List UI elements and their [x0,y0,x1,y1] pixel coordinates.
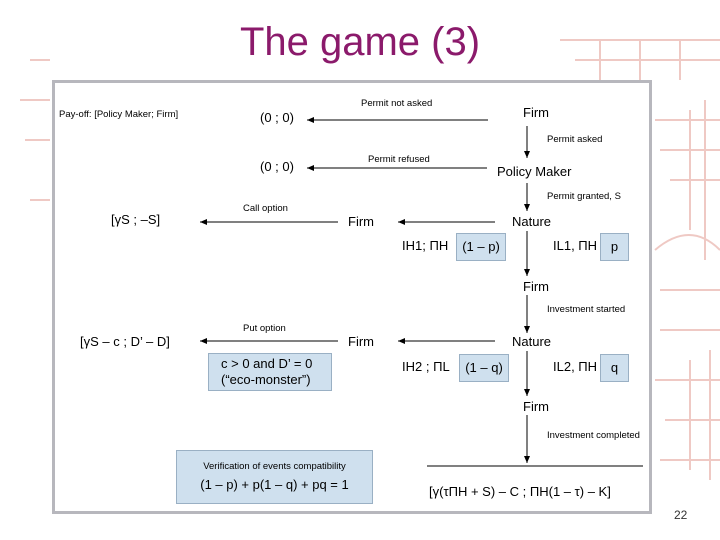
slide-title: The game (3) [239,20,481,64]
prob-high-2-box: (1 – q) [459,354,509,382]
info-low-2: IL2, ΠH [553,359,598,374]
label-call-option: Call option [243,203,288,214]
node-nature-1: Nature [512,214,552,229]
payoff-put-option: [γS – c ; D’ – D] [80,334,170,349]
prob-high-1-box: (1 – p) [456,233,506,261]
node-firm-1: Firm [523,105,549,120]
payoff-call-option: [γS ; –S] [111,212,161,227]
eco-monster-label: (“eco-monster”) [221,372,311,387]
label-permit-granted: Permit granted, S [547,191,621,202]
verification-box: Verification of events compatibility (1 … [176,450,373,504]
eco-monster-box: c > 0 and D’ = 0 (“eco-monster”) [208,353,332,391]
tree-connectors [200,117,643,467]
prob-high-1: (1 – p) [462,239,500,254]
label-permit-asked: Permit asked [547,134,603,145]
label-investment-started: Investment started [547,304,626,315]
label-permit-not-asked: Permit not asked [361,98,433,109]
payoff-final: [γ(τΠH + S) – C ; ΠH(1 – τ) – K] [429,484,611,499]
prob-high-2: (1 – q) [465,360,503,375]
node-nature-2: Nature [512,334,552,349]
node-firm-3: Firm [523,279,549,294]
payoff-permit-not-asked: (0 ; 0) [260,110,294,125]
page-number: 22 [674,508,688,522]
node-policy-maker: Policy Maker [497,164,572,179]
node-firm-4: Firm [348,334,374,349]
label-investment-completed: Investment completed [547,430,640,441]
info-high-2: IH2 ; ΠL [402,359,450,374]
payoff-header: Pay-off: [Policy Maker; Firm] [59,109,179,120]
node-firm-2: Firm [348,214,374,229]
prob-low-1: p [610,239,619,254]
info-low-1: IL1, ΠH [553,238,598,253]
game-tree-canvas: Pay-off: [Policy Maker; Firm] (0 ; 0) Pe… [55,83,649,511]
prob-low-2: q [610,360,619,375]
prob-low-1-box: p [600,233,629,261]
verification-formula: (1 – p) + p(1 – q) + pq = 1 [200,477,349,492]
info-high-1: IH1; ΠH [402,238,449,253]
game-tree-panel: Pay-off: [Policy Maker; Firm] (0 ; 0) Pe… [52,80,652,514]
prob-low-2-box: q [600,354,629,382]
verification-title: Verification of events compatibility [203,461,346,472]
label-put-option: Put option [243,323,286,334]
payoff-permit-refused: (0 ; 0) [260,159,294,174]
eco-monster-condition: c > 0 and D’ = 0 [221,356,313,371]
node-firm-5: Firm [523,399,549,414]
label-permit-refused: Permit refused [368,154,430,165]
